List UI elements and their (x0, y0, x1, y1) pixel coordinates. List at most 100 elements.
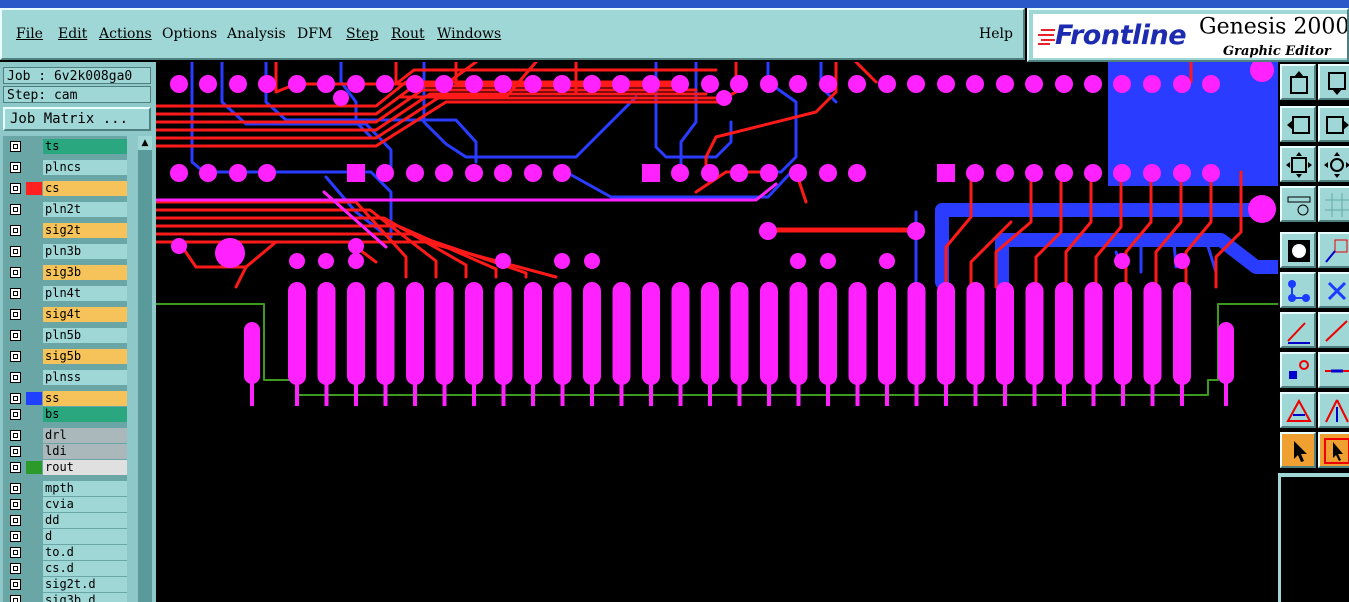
layer-checkbox[interactable] (10, 225, 21, 236)
layer-checkbox[interactable] (10, 204, 21, 215)
layer-row-drl[interactable]: drl (6, 428, 127, 443)
pan-right-button[interactable] (1318, 106, 1349, 142)
layer-name[interactable]: pln4t (43, 286, 127, 301)
triangle-tool-button[interactable] (1280, 392, 1316, 428)
layer-checkbox[interactable] (10, 330, 21, 341)
layer-checkbox[interactable] (10, 499, 21, 510)
layer-row-to-d[interactable]: to.d (6, 545, 127, 560)
layer-row-sig4t[interactable]: sig4t (6, 307, 127, 322)
layer-row-pln4t[interactable]: pln4t (6, 286, 127, 301)
layer-checkbox[interactable] (10, 430, 21, 441)
shape-tool-button[interactable] (1318, 232, 1349, 268)
graphic-canvas[interactable] (156, 62, 1278, 602)
pad-tool-button[interactable] (1280, 232, 1316, 268)
layer-checkbox[interactable] (10, 483, 21, 494)
layer-row-plnss[interactable]: plnss (6, 370, 127, 385)
layer-name[interactable]: pln5b (43, 328, 127, 343)
layer-list-scrollbar[interactable]: ▲ (138, 136, 152, 602)
layer-row-cvia[interactable]: cvia (6, 497, 127, 512)
layer-name[interactable]: pln2t (43, 202, 127, 217)
layer-checkbox[interactable] (10, 309, 21, 320)
menu-windows[interactable]: Windows (437, 26, 502, 42)
layer-name[interactable]: cs (43, 181, 127, 196)
layer-name[interactable]: sig4t (43, 307, 127, 322)
measure-button[interactable] (1280, 186, 1316, 222)
layer-checkbox[interactable] (10, 446, 21, 457)
pan-left-button[interactable] (1280, 106, 1316, 142)
layer-checkbox[interactable] (10, 515, 21, 526)
layer-row-cs-d[interactable]: cs.d (6, 561, 127, 576)
job-matrix-button[interactable]: Job Matrix ... (3, 107, 151, 131)
layer-checkbox[interactable] (10, 183, 21, 194)
layer-checkbox[interactable] (10, 595, 21, 602)
zoom-home-button[interactable] (1280, 146, 1316, 182)
layer-row-pln3b[interactable]: pln3b (6, 244, 127, 259)
layer-name[interactable]: sig2t.d (43, 577, 127, 592)
layer-checkbox[interactable] (10, 531, 21, 542)
layer-row-pln5b[interactable]: pln5b (6, 328, 127, 343)
layer-name[interactable]: ss (43, 391, 127, 406)
layer-name[interactable]: drl (43, 428, 127, 443)
layer-row-d[interactable]: d (6, 529, 127, 544)
menu-edit[interactable]: Edit (58, 26, 88, 42)
layer-checkbox[interactable] (10, 393, 21, 404)
layer-color-swatch[interactable] (26, 182, 42, 195)
layer-name[interactable]: d (43, 529, 127, 544)
layer-row-rout[interactable]: rout (6, 460, 127, 475)
layer-checkbox[interactable] (10, 162, 21, 173)
layer-row-mpth[interactable]: mpth (6, 481, 127, 496)
layer-row-sig2t-d[interactable]: sig2t.d (6, 577, 127, 592)
layer-name[interactable]: sig3b.d (43, 593, 127, 602)
layer-name[interactable]: ts (43, 139, 127, 154)
zoom-area-button[interactable] (1318, 146, 1349, 182)
menu-analysis[interactable]: Analysis (227, 26, 286, 42)
zoom-top-button[interactable] (1280, 64, 1316, 100)
layer-row-dd[interactable]: dd (6, 513, 127, 528)
pcb-drawing[interactable] (156, 62, 1278, 602)
layer-row-pln2t[interactable]: pln2t (6, 202, 127, 217)
cross-tool-button[interactable] (1318, 272, 1349, 308)
layer-name[interactable]: cs.d (43, 561, 127, 576)
layer-checkbox[interactable] (10, 141, 21, 152)
layer-row-bs[interactable]: bs (6, 407, 127, 422)
net-tool-button[interactable] (1280, 272, 1316, 308)
select-button[interactable] (1280, 432, 1316, 468)
layer-row-sig2t[interactable]: sig2t (6, 223, 127, 238)
layer-checkbox[interactable] (10, 547, 21, 558)
layer-name[interactable]: mpth (43, 481, 127, 496)
layer-checkbox[interactable] (10, 288, 21, 299)
layer-checkbox[interactable] (10, 563, 21, 574)
segment-tool-button[interactable] (1318, 352, 1349, 388)
layer-name[interactable]: plnss (43, 370, 127, 385)
layer-checkbox[interactable] (10, 246, 21, 257)
layer-checkbox[interactable] (10, 462, 21, 473)
layer-name[interactable]: plncs (43, 160, 127, 175)
layer-row-cs[interactable]: cs (6, 181, 127, 196)
layer-color-swatch[interactable] (26, 392, 42, 405)
arrow-tool-button[interactable] (1318, 392, 1349, 428)
layer-row-sig3b-d[interactable]: sig3b.d (6, 593, 127, 602)
layer-checkbox[interactable] (10, 409, 21, 420)
zoom-down-button[interactable] (1318, 64, 1349, 100)
layer-name[interactable]: pln3b (43, 244, 127, 259)
layer-checkbox[interactable] (10, 267, 21, 278)
layer-name[interactable]: bs (43, 407, 127, 422)
menu-step[interactable]: Step (346, 26, 379, 42)
select-box-button[interactable] (1318, 432, 1349, 468)
menu-dfm[interactable]: DFM (297, 26, 333, 42)
menu-options[interactable]: Options (162, 26, 218, 42)
layer-name[interactable]: sig2t (43, 223, 127, 238)
layer-row-ts[interactable]: ts (6, 139, 127, 154)
menu-rout[interactable]: Rout (391, 26, 425, 42)
point-tool-button[interactable] (1280, 352, 1316, 388)
layer-color-swatch[interactable] (26, 461, 42, 474)
grid-button[interactable] (1318, 186, 1349, 222)
layer-row-ss[interactable]: ss (6, 391, 127, 406)
layer-row-sig5b[interactable]: sig5b (6, 349, 127, 364)
menu-help[interactable]: Help (979, 26, 1013, 42)
layer-checkbox[interactable] (10, 351, 21, 362)
layer-name[interactable]: sig5b (43, 349, 127, 364)
layer-row-plncs[interactable]: plncs (6, 160, 127, 175)
layer-row-sig3b[interactable]: sig3b (6, 265, 127, 280)
layer-name[interactable]: rout (43, 460, 127, 475)
